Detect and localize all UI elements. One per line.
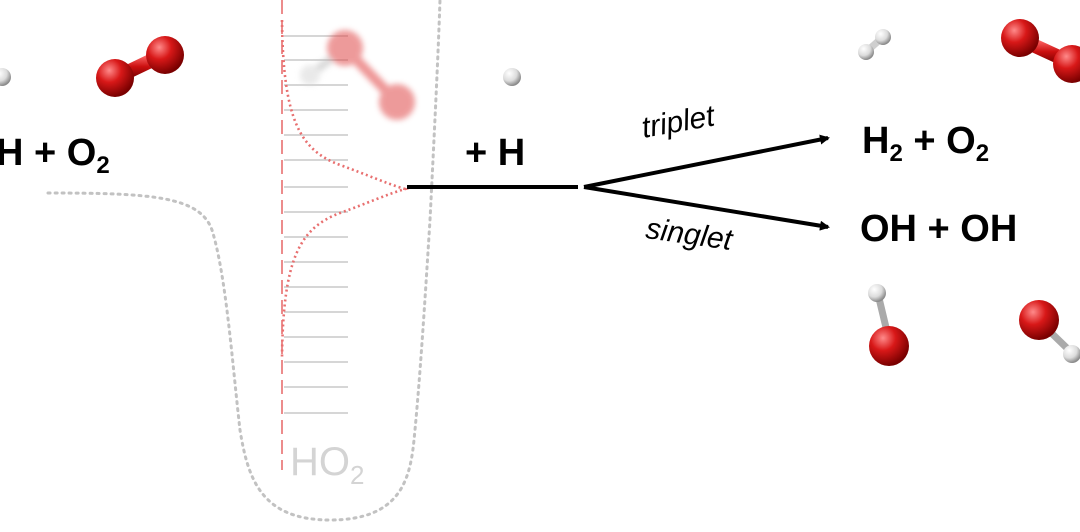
wavefunction-peak: [280, 19, 410, 359]
singlet-arrow: [583, 185, 830, 231]
h-atom-left: [0, 68, 11, 86]
ho2-molecule-blurred: [300, 30, 415, 120]
h-atom-incoming: [503, 68, 521, 86]
vibrational-levels: [284, 35, 348, 414]
ho2-well-label: HO2: [290, 440, 365, 490]
triplet-arrow: [583, 134, 830, 189]
product-h2-o2-label: H2 + O2: [862, 120, 990, 167]
o2-molecule-right: [1001, 19, 1080, 83]
incoming-h-label: + H: [465, 132, 526, 174]
oh-molecule-left: [868, 284, 909, 366]
o2-molecule-left: [96, 36, 184, 97]
h2-molecule: [858, 29, 891, 60]
oh-molecule-right: [1019, 300, 1080, 363]
potential-well-outline: [46, 0, 442, 522]
reactants-label: H + O2: [0, 132, 110, 179]
product-oh-oh-label: OH + OH: [860, 208, 1018, 250]
